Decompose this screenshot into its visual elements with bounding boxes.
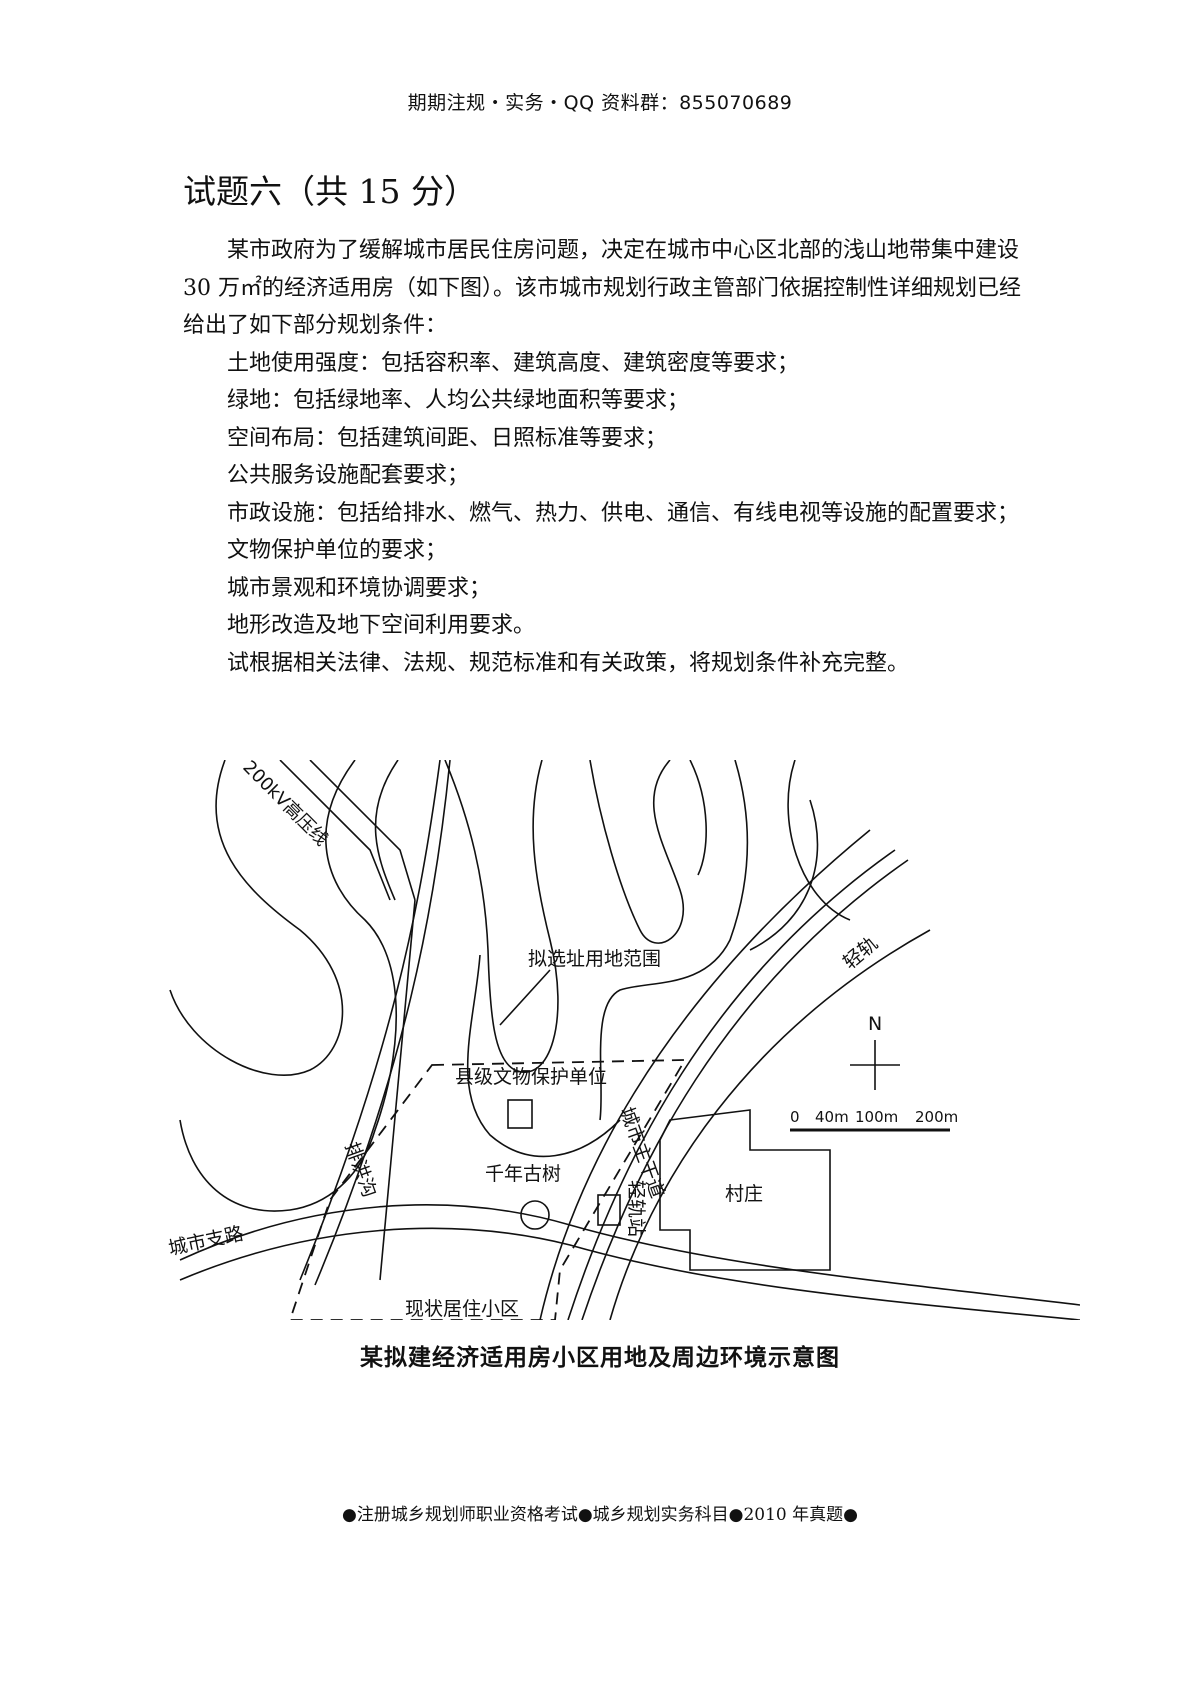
ancient-tree-icon bbox=[520, 1200, 550, 1230]
contour-line bbox=[179, 760, 398, 1212]
paragraph: 公共服务设施配套要求； bbox=[227, 463, 470, 488]
label-scale-200: 200m bbox=[915, 1108, 958, 1126]
label-scale-40: 40m bbox=[815, 1108, 849, 1126]
branch-road-edge bbox=[179, 1204, 1080, 1306]
label-branch-road: 城市支路 bbox=[166, 1223, 245, 1260]
label-site-boundary: 拟选址用地范围 bbox=[528, 948, 661, 970]
contour-line bbox=[749, 799, 819, 951]
label-scale-100: 100m bbox=[855, 1108, 898, 1126]
drainage-channel bbox=[379, 899, 416, 1281]
site-map: 200kV高压线 拟选址用地范围 轻轨 N 县级文物保护单位 0 40m 100… bbox=[166, 760, 1080, 1320]
paragraph: 土地使用强度：包括容积率、建筑高度、建筑密度等要求； bbox=[227, 350, 800, 376]
paragraph: 空间布局：包括建筑间距、日照标准等要求； bbox=[227, 425, 668, 451]
main-road-edge bbox=[539, 829, 871, 1320]
station-icon bbox=[597, 1194, 621, 1226]
site-pointer-arrow bbox=[499, 969, 551, 1026]
contour-line bbox=[689, 760, 707, 876]
label-light-rail: 轻轨 bbox=[839, 933, 882, 974]
contour-line bbox=[374, 760, 399, 901]
label-station: 轻轨站 bbox=[625, 1180, 647, 1237]
light-rail-track bbox=[567, 849, 896, 1320]
paragraph: 试根据相关法律、法规、规范标准和有关政策，将规划条件补充完整。 bbox=[227, 650, 910, 676]
label-ancient-tree: 千年古树 bbox=[485, 1163, 561, 1185]
label-scale-0: 0 bbox=[790, 1108, 800, 1126]
contour-line bbox=[466, 954, 621, 1158]
label-high-voltage: 200kV高压线 bbox=[238, 760, 331, 850]
label-residential: 现状居住小区 bbox=[405, 1298, 519, 1320]
label-heritage: 县级文物保护单位 bbox=[455, 1066, 607, 1088]
page-footer: ●注册城乡规划师职业资格考试●城乡规划实务科目●2010 年真题● bbox=[341, 1505, 858, 1525]
map-caption: 某拟建经济适用房小区用地及周边环境示意图 bbox=[360, 1345, 840, 1371]
question-title: 试题六（共 15 分） bbox=[183, 172, 477, 211]
drainage-channel bbox=[314, 760, 451, 1286]
label-drainage: 排洪沟 bbox=[340, 1139, 380, 1200]
light-rail-track bbox=[581, 859, 909, 1320]
paragraph: 文物保护单位的要求； bbox=[227, 538, 448, 563]
paragraph: 市政设施：包括给排水、燃气、热力、供电、通信、有线电视等设施的配置要求； bbox=[227, 500, 1020, 526]
page-header: 期期注规・实务・QQ 资料群：855070689 bbox=[407, 92, 793, 114]
label-village: 村庄 bbox=[725, 1183, 763, 1205]
contour-line bbox=[589, 760, 685, 944]
village-outline bbox=[659, 1109, 831, 1271]
question-body: 某市政府为了缓解城市居民住房问题，决定在城市中心区北部的浅山地带集中建设 30 … bbox=[183, 232, 1023, 682]
high-voltage-line bbox=[279, 760, 391, 901]
contour-line bbox=[787, 760, 851, 921]
paragraph: 地形改造及地下空间利用要求。 bbox=[227, 613, 536, 638]
main-road-edge bbox=[609, 929, 931, 1320]
contour-line bbox=[599, 760, 749, 1121]
paragraph: 城市景观和环境协调要求； bbox=[227, 575, 492, 601]
heritage-icon bbox=[507, 1099, 533, 1129]
high-voltage-line bbox=[309, 760, 416, 901]
paragraph: 某市政府为了缓解城市居民住房问题，决定在城市中心区北部的浅山地带集中建设 30 … bbox=[183, 238, 1021, 338]
contour-line bbox=[444, 760, 559, 1073]
label-north: N bbox=[868, 1013, 882, 1035]
branch-road-edge bbox=[179, 1227, 1080, 1320]
contour-line bbox=[169, 760, 344, 1076]
paragraph: 绿地：包括绿地率、人均公共绿地面积等要求； bbox=[227, 388, 690, 413]
drainage-channel bbox=[299, 760, 441, 1281]
